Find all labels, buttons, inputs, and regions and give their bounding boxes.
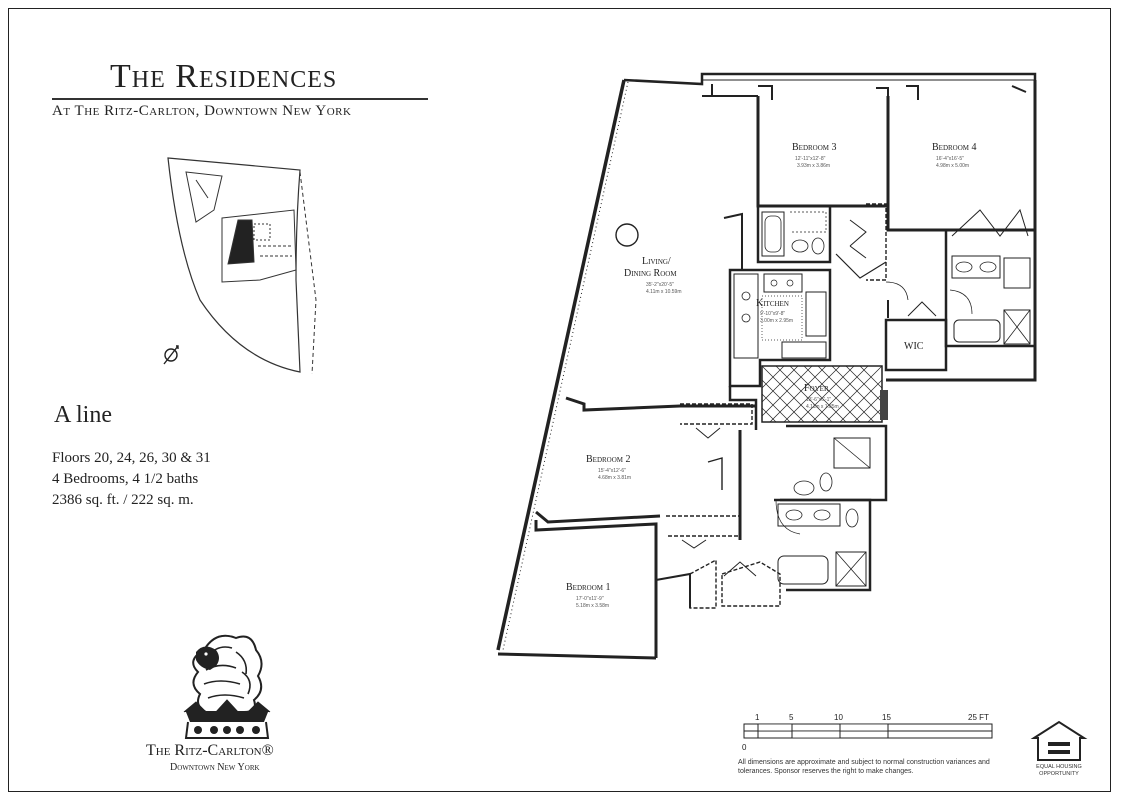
lion-crown-icon — [183, 634, 271, 739]
scale-tick-25: 25 FT — [968, 713, 989, 722]
foyer-label: Foyer — [804, 383, 829, 394]
foyer-dim: 13'-6"x6'-1" — [806, 397, 831, 403]
bedroom-2-dim: 15'-4"x12'-6" — [598, 468, 626, 474]
living-label-1: Living/ — [642, 256, 671, 267]
living-label-2: Dining Room — [624, 268, 677, 279]
bedroom-3-label: Bedroom 3 — [792, 142, 837, 153]
room-labels: Bedroom 3 12'-11"x12'-8" 3.93m x 3.86m B… — [566, 142, 977, 609]
kitchen-dim: 9'-10"x9'-8" — [760, 311, 785, 317]
bedroom-1-dim-metric: 5.18m x 3.58m — [576, 603, 609, 609]
kitchen-label: Kitchen — [756, 298, 789, 309]
unit-line-name: A line — [54, 402, 112, 428]
floor-plan — [496, 72, 1037, 660]
page-subtitle: At The Ritz-Carlton, Downtown New York — [52, 103, 352, 119]
site-plan — [167, 157, 317, 375]
wic-label: WIC — [904, 341, 924, 352]
bedroom-4-label: Bedroom 4 — [932, 142, 977, 153]
bedroom-3-dim: 12'-11"x12'-8" — [795, 156, 826, 162]
unit-rooms-baths: 4 Bedrooms, 4 1/2 baths — [52, 471, 199, 487]
bedroom-3-dim-metric: 3.93m x 3.86m — [797, 163, 830, 169]
scale-bar: 0 1 5 10 15 25 FT — [742, 713, 993, 752]
bedroom-4-dim: 16'-4"x16'-5" — [936, 156, 964, 162]
equal-housing-icon — [1030, 720, 1088, 761]
scale-tick-0: 0 — [742, 743, 747, 752]
equal-housing-text: EQUAL HOUSING OPPORTUNITY — [1036, 764, 1082, 777]
unit-area: 2386 sq. ft. / 222 sq. m. — [52, 492, 194, 508]
scale-tick-5: 5 — [789, 713, 794, 722]
bedroom-4-dim-metric: 4.98m x 5.00m — [936, 163, 969, 169]
bedroom-2-dim-metric: 4.68m x 3.81m — [598, 475, 631, 481]
living-dim: 35'-2"x20'-5" — [646, 282, 674, 288]
bedroom-2-label: Bedroom 2 — [586, 454, 631, 465]
north-compass-icon — [163, 345, 179, 365]
brand-location: Downtown New York — [170, 762, 260, 773]
living-dim-metric: 4.11m x 10.59m — [646, 289, 681, 295]
brand-name: The Ritz-Carlton® — [146, 742, 274, 759]
page-border — [8, 8, 1111, 792]
scale-tick-15: 15 — [882, 713, 891, 722]
foyer-dim-metric: 4.11m x 1.85m — [806, 404, 839, 410]
unit-floors: Floors 20, 24, 26, 30 & 31 — [52, 450, 211, 466]
scale-tick-1: 1 — [755, 713, 760, 722]
bedroom-1-label: Bedroom 1 — [566, 582, 611, 593]
disclaimer-text: All dimensions are approximate and subje… — [738, 759, 990, 775]
page-title: The Residences — [110, 58, 338, 95]
title-divider — [52, 98, 428, 100]
bedroom-1-dim: 17'-0"x11'-9" — [576, 596, 604, 602]
scale-tick-10: 10 — [834, 713, 843, 722]
kitchen-dim-metric: 3.00m x 2.95m — [760, 318, 793, 324]
